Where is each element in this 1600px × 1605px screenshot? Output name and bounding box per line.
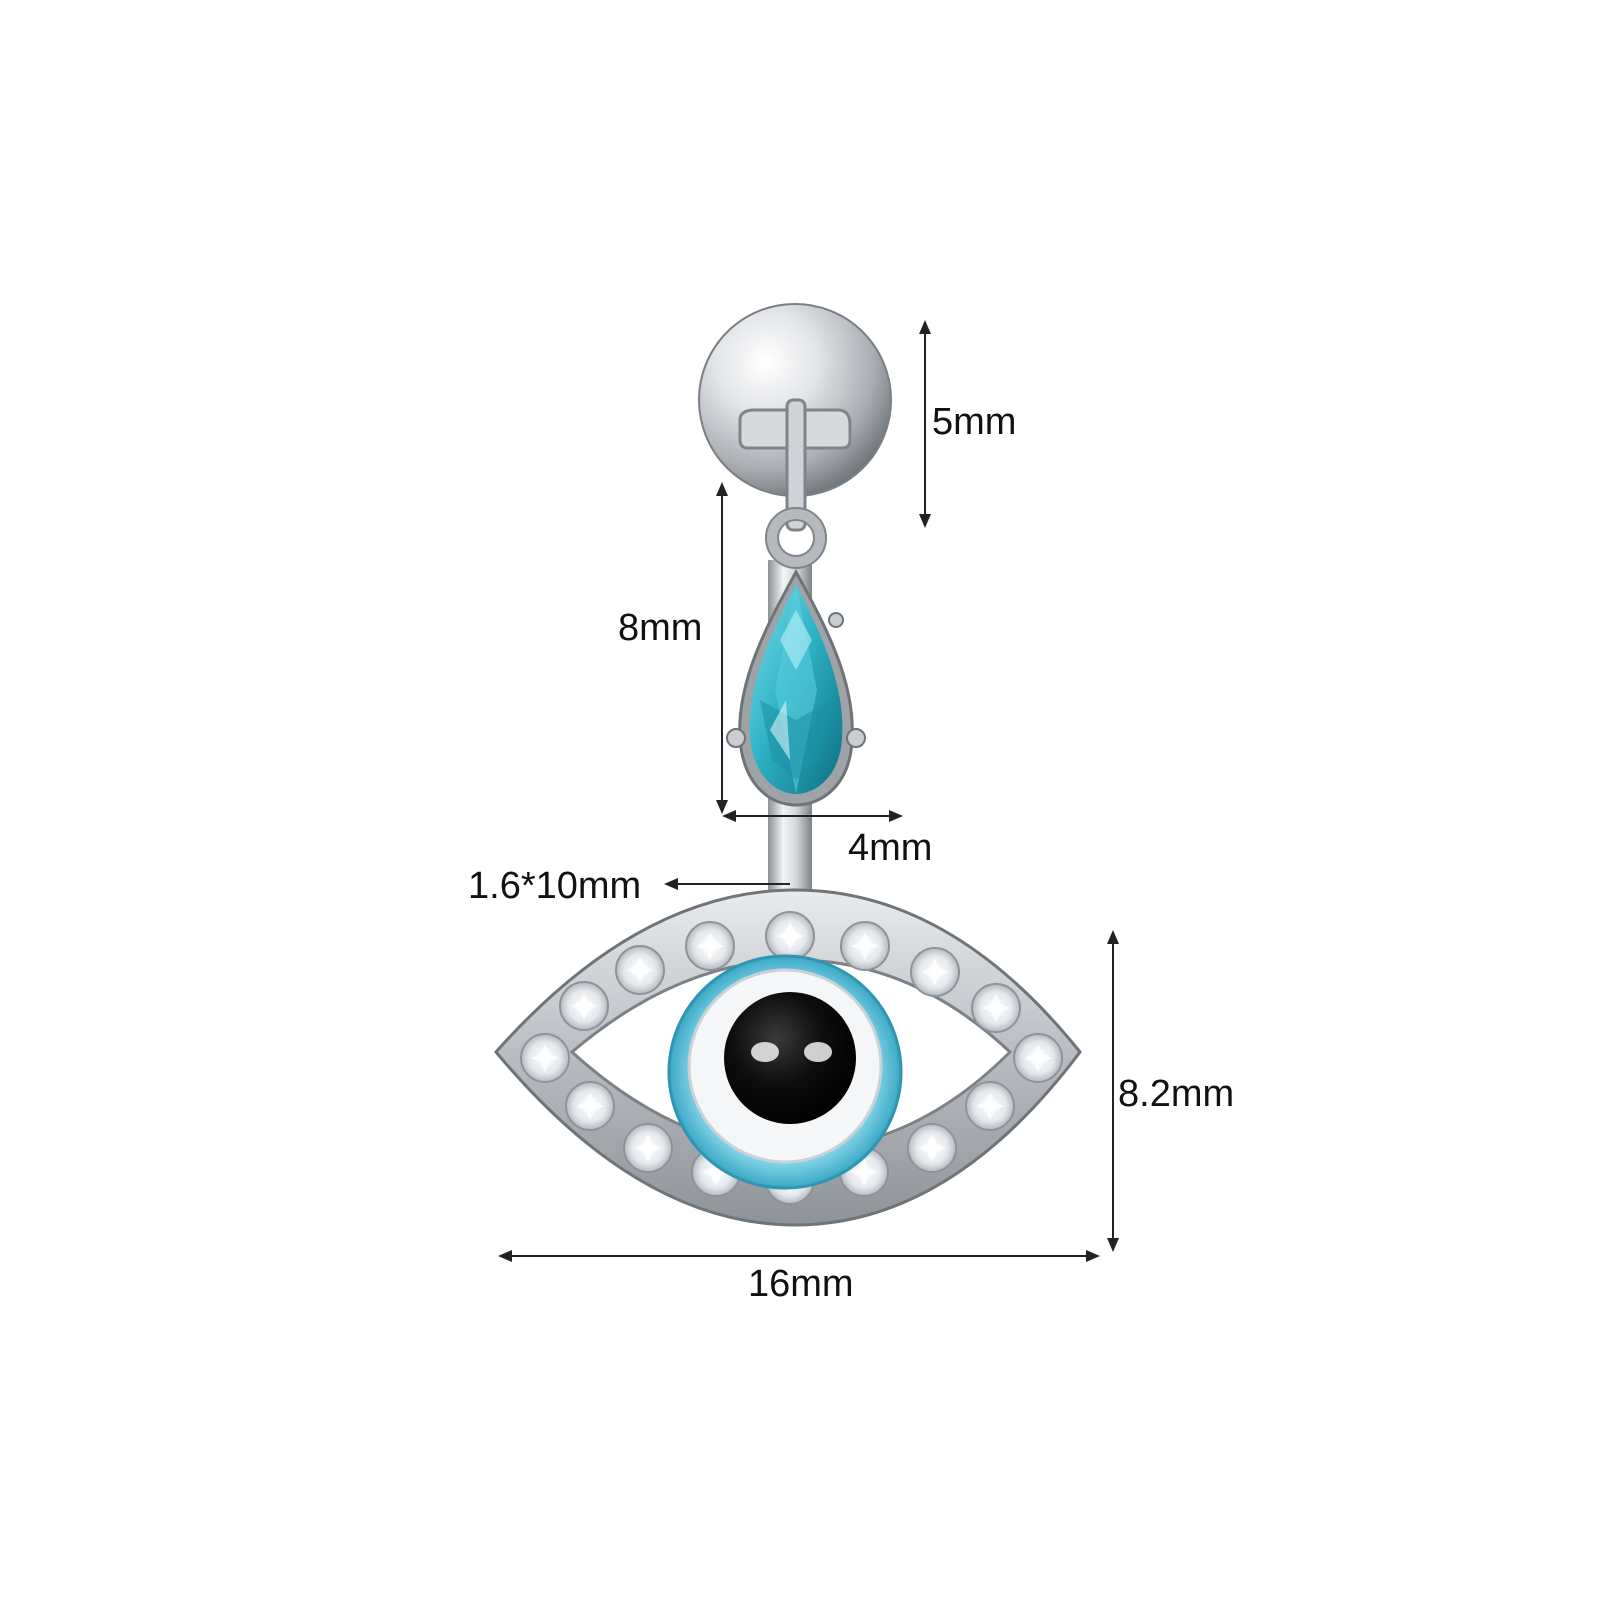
crystal-sparkle xyxy=(702,1158,730,1186)
teardrop-gem xyxy=(726,568,866,807)
crystal-sparkle xyxy=(982,994,1010,1022)
label-bar: 1.6*10mm xyxy=(468,865,641,907)
label-drop-length: 8mm xyxy=(618,607,702,649)
label-eye-width: 16mm xyxy=(748,1263,854,1305)
crystal-sparkle xyxy=(570,992,598,1020)
crystal-sparkle xyxy=(921,958,949,986)
dim-drop-length: 8mm xyxy=(618,482,728,814)
label-eye-height: 8.2mm xyxy=(1118,1073,1234,1115)
crystal-sparkle xyxy=(626,956,654,984)
belly-ring-illustration xyxy=(494,303,1082,1227)
crystal-sparkle xyxy=(1024,1044,1052,1072)
label-ball: 5mm xyxy=(932,401,1016,443)
dim-eye-width: 16mm xyxy=(498,1250,1100,1305)
jump-ring xyxy=(766,508,826,568)
crystal-sparkle xyxy=(634,1134,662,1162)
pupil xyxy=(724,992,856,1124)
evil-eye-pendant xyxy=(494,888,1082,1227)
dim-bar: 1.6*10mm xyxy=(468,865,790,907)
crystal-sparkle xyxy=(976,1092,1004,1120)
dim-ball: 5mm xyxy=(919,320,1016,528)
crystal-sparkle xyxy=(531,1044,559,1072)
crystal-sparkle xyxy=(918,1134,946,1162)
hook-stem xyxy=(785,398,807,532)
crystal-sparkle xyxy=(850,1158,878,1186)
crystal-sparkle xyxy=(851,932,879,960)
crystal-sparkle xyxy=(776,922,804,950)
crystal-sparkle xyxy=(576,1092,604,1120)
label-drop-width: 4mm xyxy=(848,827,932,869)
crystal-sparkle xyxy=(696,932,724,960)
dim-eye-height: 8.2mm xyxy=(1107,930,1234,1252)
dimension-annotations: 5mm 8mm 4mm 1.6*10mm 8.2mm xyxy=(468,320,1234,1305)
dim-drop-width: 4mm xyxy=(722,810,932,869)
